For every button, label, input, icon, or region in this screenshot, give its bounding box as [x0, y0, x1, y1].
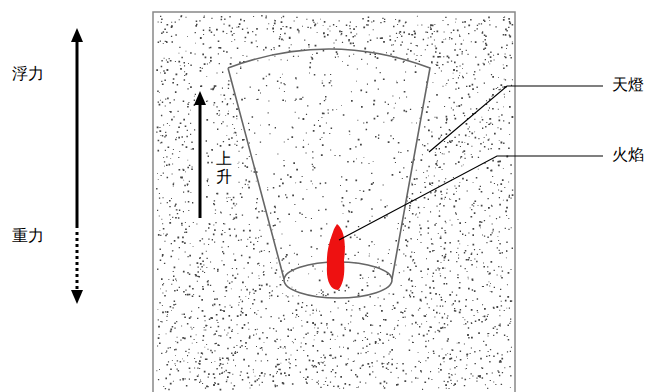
rise-arrow [199, 104, 202, 218]
force-label: 重力 [12, 226, 44, 245]
buoyancy-arrowhead [71, 28, 83, 42]
motion-label: 上升 [216, 150, 232, 185]
part-label: 天燈 [612, 75, 644, 94]
leader-line [339, 156, 603, 240]
gravity-arrowhead [71, 290, 83, 304]
air-speckle [156, 15, 513, 391]
buoyancy-arrow [76, 40, 79, 228]
flame [327, 224, 345, 290]
part-label: 火焰 [612, 145, 644, 164]
rise-arrowhead [194, 91, 206, 105]
gravity-arrow [76, 232, 79, 292]
leader-line [429, 86, 603, 152]
force-label: 浮力 [12, 64, 44, 83]
lantern-outline [228, 49, 430, 279]
frame [153, 12, 515, 392]
air-speckles [156, 15, 513, 391]
